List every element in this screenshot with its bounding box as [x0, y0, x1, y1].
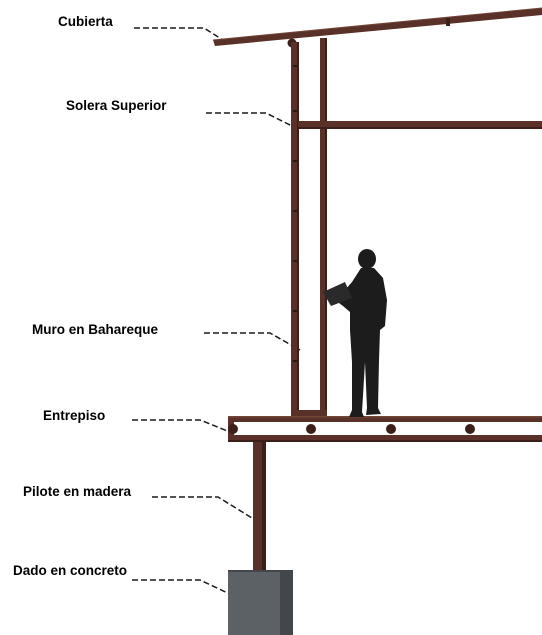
top-plate: [298, 121, 542, 129]
label-muro: Muro en Bahareque: [32, 322, 159, 337]
wood-pile: [253, 442, 266, 570]
label-pilote: Pilote en madera: [23, 484, 132, 499]
label-solera-superior: Solera Superior: [66, 98, 167, 113]
footing-top-edge: [228, 570, 293, 572]
footing-shade: [280, 570, 293, 635]
label-cubierta: Cubierta: [58, 14, 113, 29]
floor-structure: [228, 416, 542, 442]
leader-solera-superior: [206, 112, 297, 129]
leader-entrepiso: [132, 419, 231, 433]
main-post-shade: [297, 42, 299, 415]
floor-beam-shade: [228, 440, 542, 442]
leader-dado: [132, 579, 235, 597]
silhouette-body: [331, 268, 387, 417]
inner-post: [320, 38, 327, 415]
joist: [465, 424, 475, 434]
label-dado: Dado en concreto: [13, 563, 128, 578]
inner-post-shade: [325, 38, 327, 415]
sill-plate: [291, 410, 327, 416]
wall-frame: [291, 38, 327, 416]
roof-structure: [212, 7, 542, 48]
main-post: [291, 42, 299, 415]
roof-bracket: [446, 18, 450, 26]
joist: [306, 424, 316, 434]
joist: [228, 424, 238, 434]
human-silhouette: [323, 249, 387, 417]
leader-cubierta: [134, 27, 227, 43]
leader-lines: [132, 27, 301, 597]
pile-shade: [262, 442, 266, 570]
joist: [386, 424, 396, 434]
floor-deck-top: [228, 416, 542, 418]
roof-beam-highlight: [212, 7, 542, 41]
top-plate-beam: [298, 121, 542, 129]
floor-joists: [228, 424, 475, 434]
silhouette-head: [358, 249, 376, 269]
label-entrepiso: Entrepiso: [43, 408, 106, 423]
top-plate-shade: [298, 127, 542, 129]
leader-muro: [204, 332, 301, 351]
post-fasteners: [293, 65, 297, 362]
concrete-footing: [228, 570, 293, 635]
floor-deck: [228, 416, 542, 422]
floor-beam: [228, 435, 542, 442]
leader-pilote: [152, 496, 253, 519]
silhouette-clipboard: [323, 282, 352, 306]
roof-beam: [213, 8, 542, 46]
